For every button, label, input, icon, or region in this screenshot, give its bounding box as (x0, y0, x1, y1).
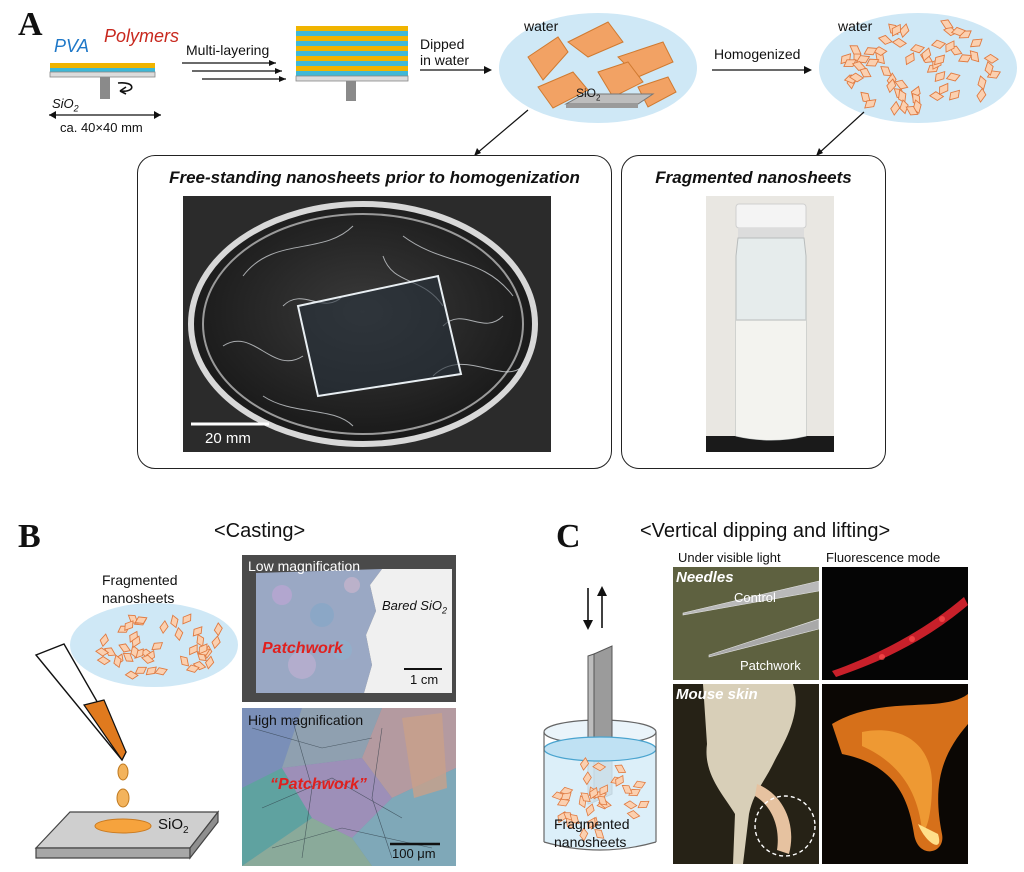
substrate-sio2-label: SiO2 (52, 96, 79, 114)
size-arrow (49, 111, 161, 119)
dipping-fragmented-line2: nanosheets (554, 834, 627, 850)
water-ellipse-fragmented (819, 13, 1017, 123)
casting-sio2-label: SiO2 (158, 816, 189, 836)
size-label: ca. 40×40 mm (60, 120, 143, 135)
patchwork-quoted-label: “Patchwork” (270, 776, 367, 793)
casting-fragmented-line2: nanosheets (102, 590, 175, 606)
needles-visible-photo (673, 567, 819, 680)
petri-dish-photo (183, 196, 551, 452)
casting-title: <Casting> (214, 520, 306, 542)
mouse-skin-label: Mouse skin (676, 686, 758, 703)
low-mag-label: Low magnification (248, 558, 361, 574)
homogenized-arrow (712, 66, 812, 74)
scalebar-100um: 100 μm (392, 846, 436, 861)
control-label: Control (734, 590, 776, 605)
visible-light-label: Under visible light (678, 550, 781, 565)
dipped-label-line1: Dipped (420, 36, 465, 52)
dipped-label-line2: in water (420, 52, 470, 68)
water-label-2: water (838, 18, 873, 34)
bared-sio2-label: Bared SiO2 (382, 598, 447, 616)
fragmented-title: Fragmented nanosheets (655, 168, 852, 187)
dipping-diagram (543, 586, 657, 851)
scalebar-1cm: 1 cm (410, 672, 439, 687)
ellipse-sio2-label: SiO2 (576, 86, 601, 103)
low-magnification-photo (242, 555, 456, 702)
pva-label: PVA (54, 36, 90, 56)
dipping-title: <Vertical dipping and lifting> (640, 520, 891, 542)
high-mag-label: High magnification (248, 712, 364, 728)
polymers-label: Polymers (104, 26, 180, 46)
multilayer-stack (295, 26, 409, 101)
vial-photo (706, 196, 834, 452)
freestanding-title: Free-standing nanosheets prior to homoge… (169, 168, 580, 187)
patchwork-needle-label: Patchwork (740, 658, 801, 673)
pointer-arrows-a (474, 109, 865, 156)
mouse-visible-photo (673, 684, 819, 864)
panel-letter-c: C (556, 518, 581, 555)
dipped-arrow (420, 66, 492, 74)
substrate-layers (49, 63, 156, 99)
panel-letter-b: B (18, 518, 41, 555)
scalebar-20mm: 20 mm (205, 430, 251, 447)
multilayering-arrows (182, 60, 286, 82)
casting-diagram (34, 603, 238, 860)
needles-label: Needles (676, 569, 734, 586)
homogenized-label: Homogenized (714, 46, 801, 62)
water-label-1: water (524, 18, 559, 34)
multilayering-label: Multi-layering (186, 42, 270, 58)
fluorescence-label: Fluorescence mode (826, 550, 941, 565)
needles-fluorescence-photo (822, 567, 968, 680)
mouse-fluorescence-photo (822, 684, 968, 864)
casting-fragmented-line1: Fragmented (102, 572, 178, 588)
patchwork-label: Patchwork (262, 640, 343, 657)
dipping-fragmented-line1: Fragmented (554, 816, 630, 832)
high-magnification-photo (242, 708, 456, 866)
water-ellipse-freestanding (499, 13, 697, 123)
panel-letter-a: A (18, 6, 43, 43)
